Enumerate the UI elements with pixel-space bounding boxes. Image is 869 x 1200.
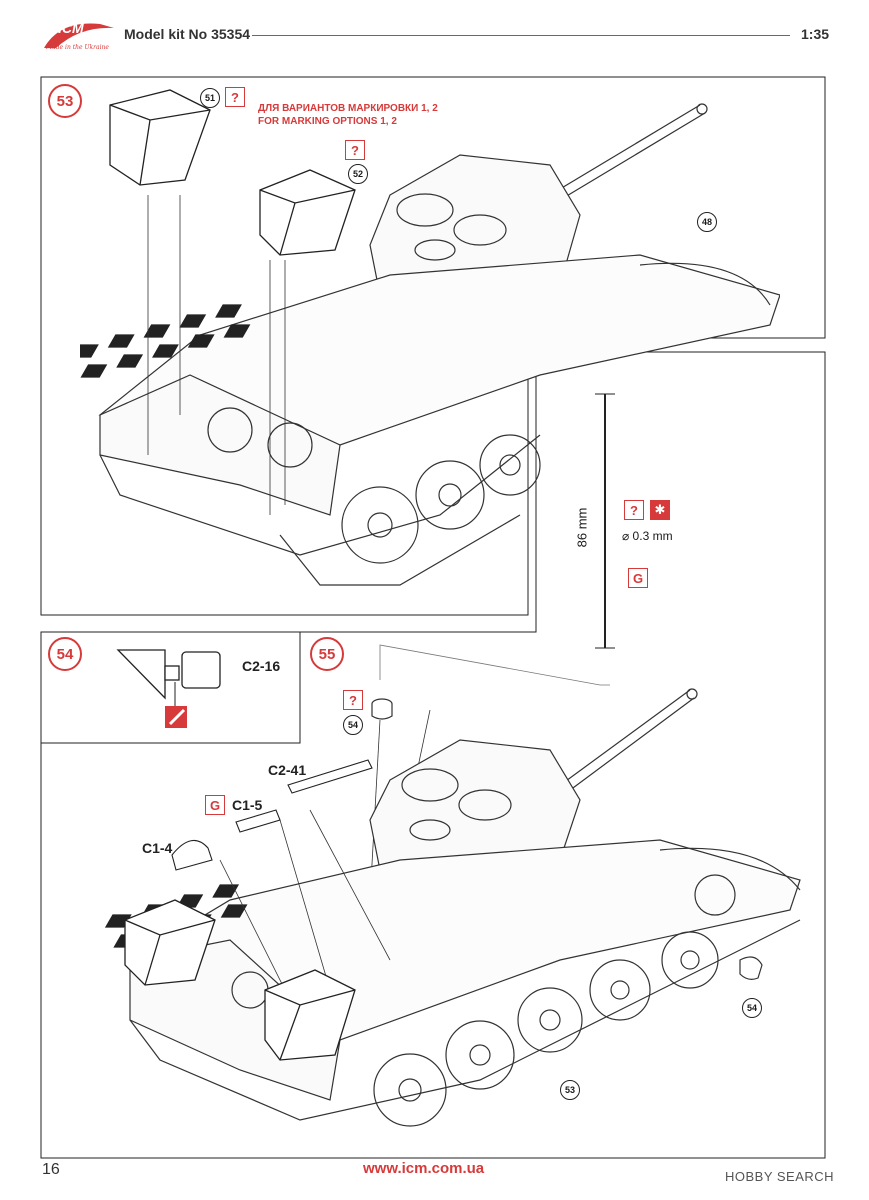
step-number-53: 53 (48, 84, 82, 118)
optional-part-icon: ? (343, 690, 363, 710)
sprue-g-label: G (205, 795, 225, 815)
part-label-c2-41: C2-41 (268, 762, 307, 778)
ref-part-48: 48 (697, 212, 717, 232)
wire-length-label: 86 mm (574, 507, 590, 548)
kit-number: Model kit No 35354 (124, 26, 251, 42)
optional-part-icon: ? (345, 140, 365, 160)
marking-note-ru: ДЛЯ ВАРИАНТОВ МАРКИРОВКИ 1, 2 (258, 103, 438, 114)
header-rule (252, 35, 790, 36)
logo-text: ICM (58, 20, 84, 36)
part-c2-16-illustration (116, 649, 221, 728)
ref-part-51: 51 (200, 88, 220, 108)
watermark: HOBBY SEARCH (725, 1169, 835, 1184)
ref-part-54: 54 (343, 715, 363, 735)
sprue-g-label: G (628, 568, 648, 588)
ref-part-53: 53 (560, 1080, 580, 1100)
ref-part-54: 54 (742, 998, 762, 1018)
tank-illustration-step-53 (80, 89, 780, 586)
part-label-c2-16: C2-16 (242, 658, 281, 674)
marking-options-note: ДЛЯ ВАРИАНТОВ МАРКИРОВКИ 1, 2 FOR MARKIN… (258, 102, 438, 128)
footer-url: www.icm.com.ua (363, 1160, 485, 1177)
step-number-55: 55 (310, 637, 344, 671)
optional-part-icon: ? (225, 87, 245, 107)
wire-connector-line (379, 644, 610, 686)
header: ICM Made in the Ukraine Model kit No 353… (0, 0, 869, 60)
page-number: 16 (42, 1161, 60, 1178)
marking-note-en: FOR MARKING OPTIONS 1, 2 (258, 116, 397, 127)
wire-illustration (595, 393, 615, 649)
logo-tagline: Made in the Ukraine (46, 44, 109, 51)
part-label-c1-4: C1-4 (142, 840, 173, 856)
tank-illustration-step-55 (104, 688, 801, 1127)
optional-part-icon: ? (624, 500, 644, 520)
scale-label: 1:35 (801, 26, 830, 42)
ref-part-52: 52 (348, 164, 368, 184)
step-number-54: 54 (48, 637, 82, 671)
wire-diameter-label: ⌀ 0.3 mm (622, 529, 673, 543)
icm-logo (44, 23, 114, 48)
cut-icon: ✱ (650, 500, 670, 520)
part-label-c1-5: C1-5 (232, 797, 263, 813)
